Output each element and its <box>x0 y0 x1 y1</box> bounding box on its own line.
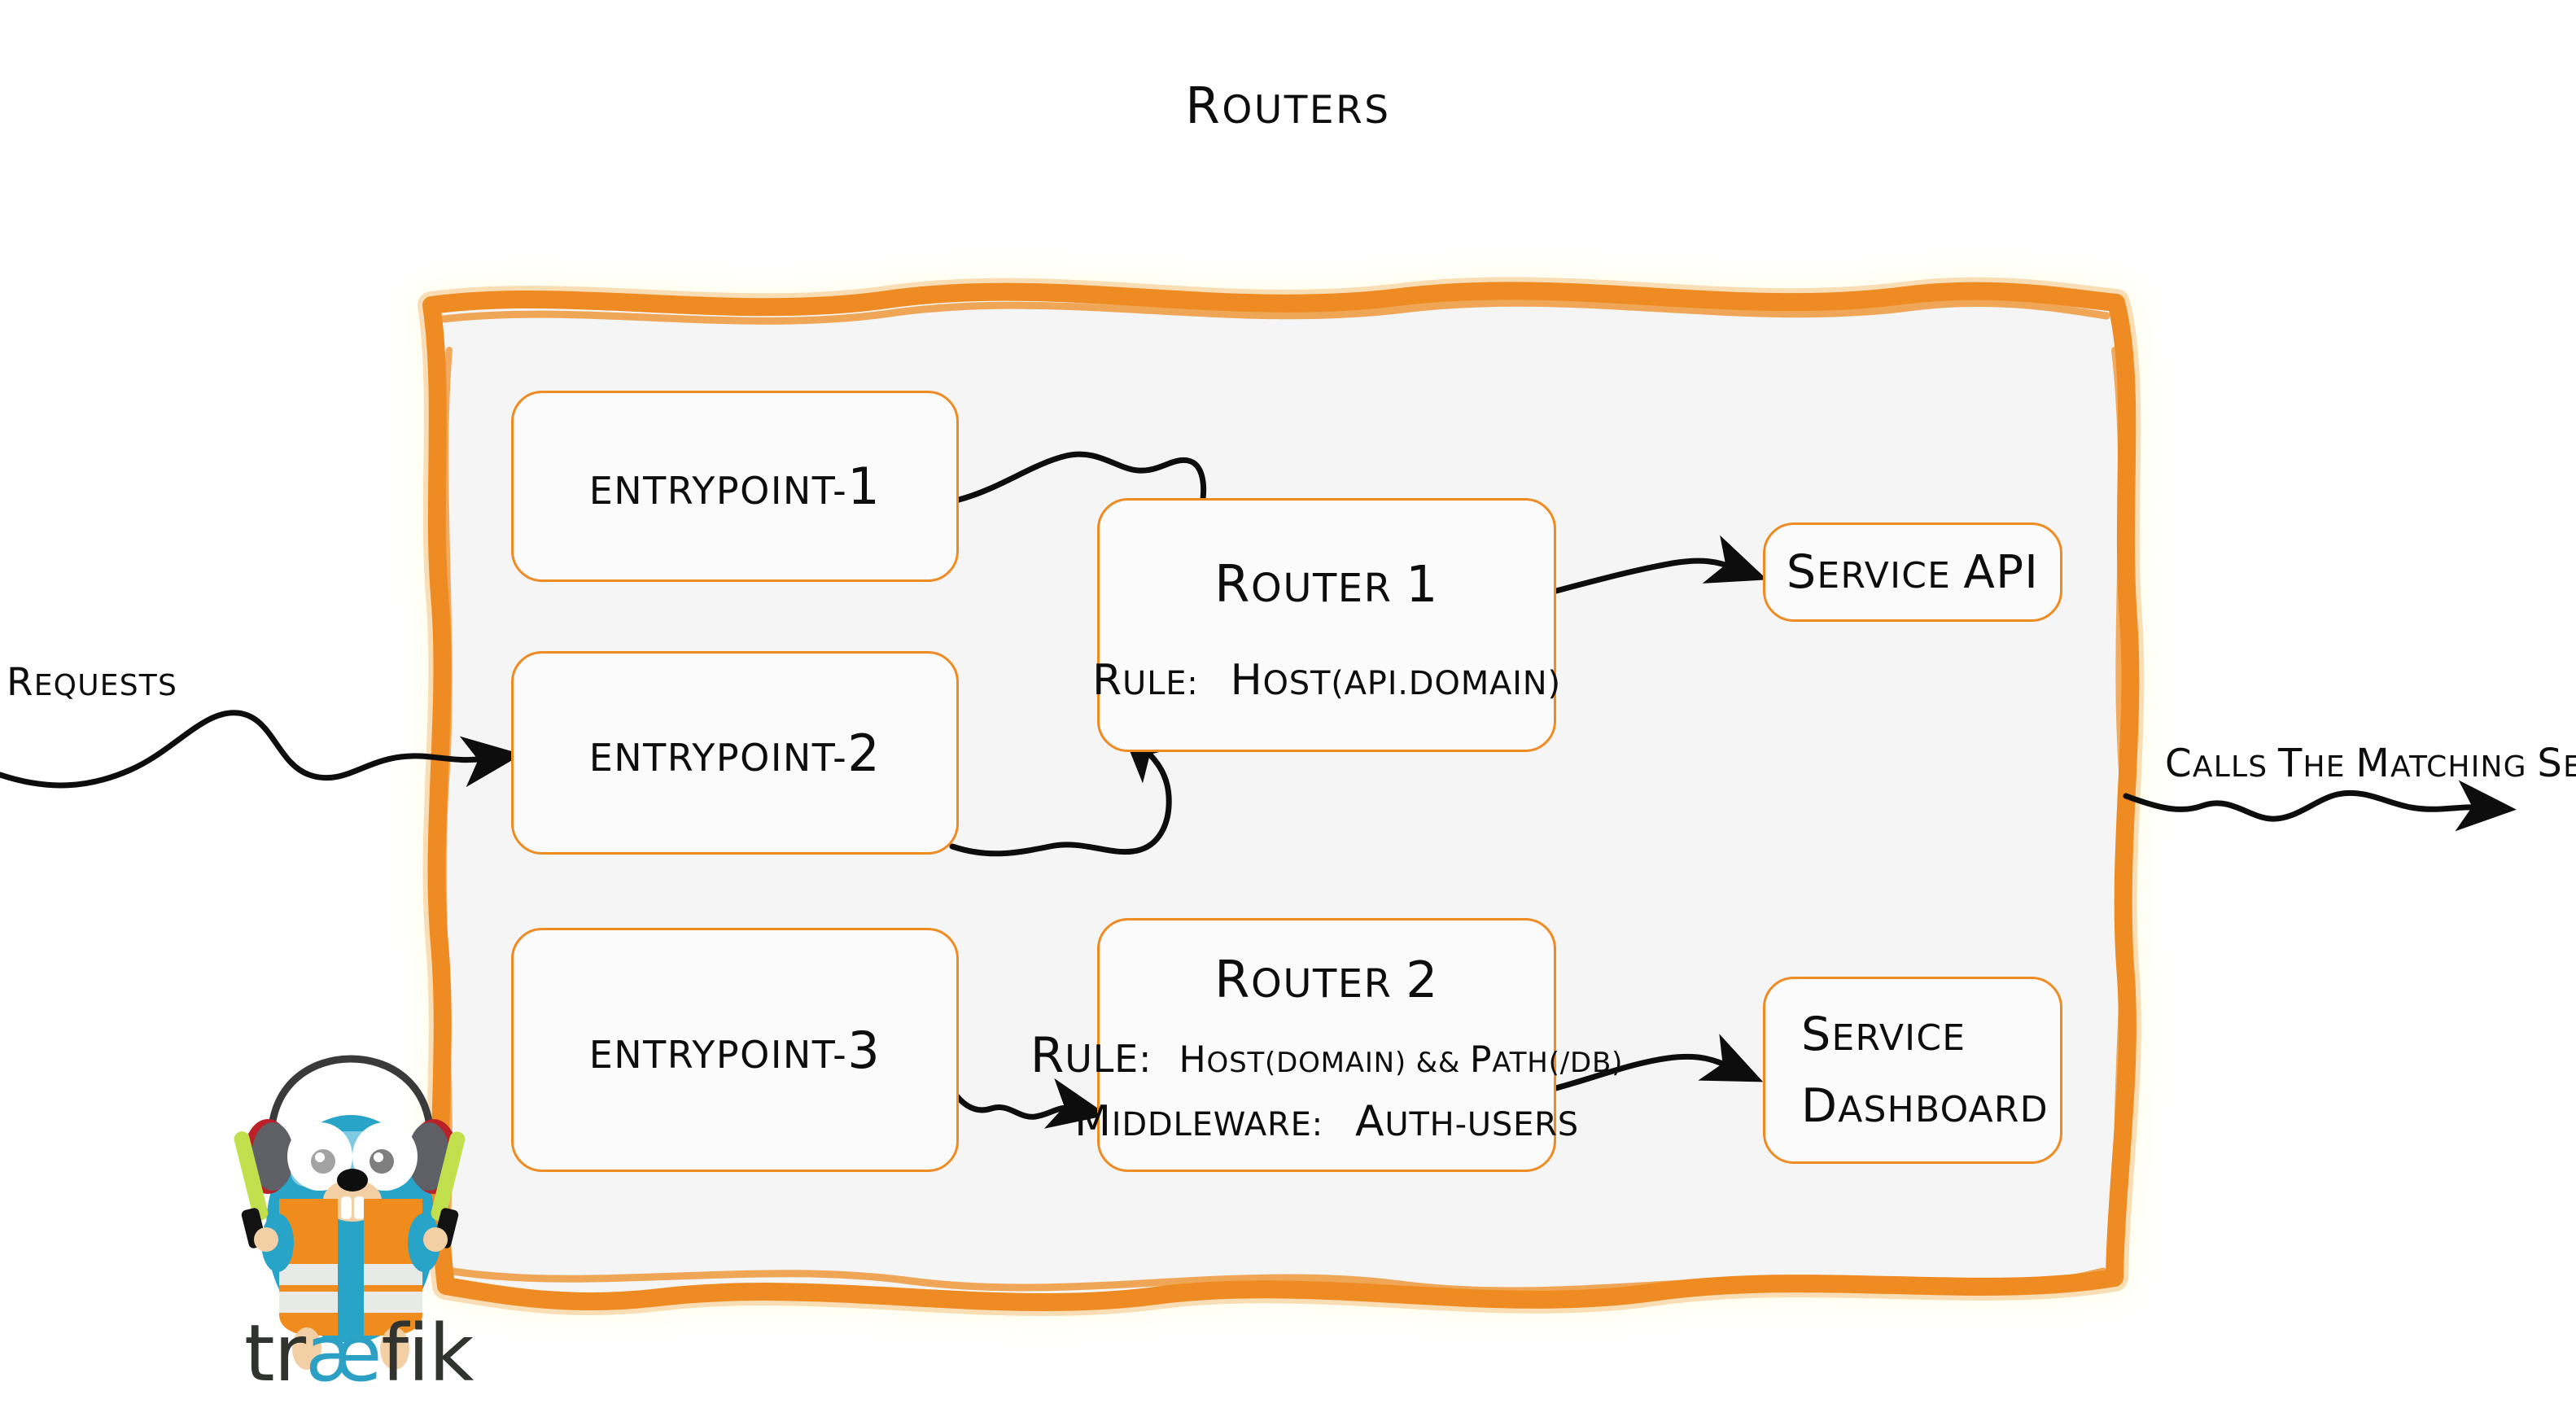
traefik-wordmark-part1: tr <box>244 1308 306 1399</box>
traefik-wordmark-ae: æ <box>305 1308 382 1399</box>
traefik-wordmark-part3: fik <box>381 1308 474 1399</box>
entrypoint-1-label: ENTRYPOINT-1 <box>588 457 881 516</box>
router-2-middleware: MIDDLEWARE: AUTH-USERS <box>1074 1097 1579 1146</box>
router-1-rule-value: HOST(API.DOMAIN) <box>1230 655 1561 705</box>
entrypoint-2-label: ENTRYPOINT-2 <box>588 723 881 783</box>
traefik-wordmark: træfik <box>244 1314 488 1393</box>
arrow-entrypoint2-router1 <box>949 723 1179 857</box>
arrow-requests-in <box>0 710 523 789</box>
router-1-box[interactable]: ROUTER 1 RULE: HOST(API.DOMAIN) <box>1092 498 1560 752</box>
requests-caption: REQUESTS <box>7 661 177 705</box>
router-2-rule-value: HOST(DOMAIN) && PATH(/DB) <box>1179 1039 1624 1081</box>
panel-border-sketch-top <box>440 299 2110 325</box>
router-1-rule: RULE: HOST(API.DOMAIN) <box>1092 656 1561 705</box>
entrypoint-3-box[interactable]: ENTRYPOINT-3 <box>511 928 959 1172</box>
router-2-box[interactable]: ROUTER 2 RULE: HOST(DOMAIN) && PATH(/DB)… <box>1030 918 1622 1172</box>
service-api-label: SERVICE API <box>1786 545 2040 599</box>
panel-border-sketch-bottom <box>448 1267 2107 1295</box>
router-2-middleware-value: AUTH-USERS <box>1355 1096 1579 1146</box>
router-2-rule: RULE: HOST(DOMAIN) && PATH(/DB) <box>1030 1027 1623 1084</box>
arrow-entrypoint3-router2 <box>951 1078 1109 1129</box>
service-api-box[interactable]: SERVICE API <box>1763 523 2062 622</box>
service-dashboard-box[interactable]: SERVICE DASHBOARD <box>1763 977 2062 1164</box>
router-2-middleware-label: MIDDLEWARE: <box>1074 1096 1323 1146</box>
calls-matching-server-caption: CALLS THE MATCHING SERVER <box>2165 741 2576 786</box>
service-dashboard-line1: SERVICE <box>1801 1008 1966 1061</box>
panel-border-sketch-right <box>2111 347 2129 1224</box>
router-1-title: ROUTER 1 <box>1214 553 1439 614</box>
arrow-router1-service-api <box>1553 535 1768 594</box>
router-1-rule-label: RULE: <box>1092 655 1199 705</box>
page-title: ROUTERS <box>1185 77 1391 135</box>
entrypoint-1-box[interactable]: ENTRYPOINT-1 <box>511 391 959 582</box>
arrow-calls-out <box>2123 780 2517 832</box>
router-2-title: ROUTER 2 <box>1214 949 1439 1009</box>
traefik-gopher-icon <box>234 1055 466 1370</box>
router-2-rule-label: RULE: <box>1030 1026 1152 1084</box>
entrypoint-2-box[interactable]: ENTRYPOINT-2 <box>511 651 959 855</box>
entrypoint-3-label: ENTRYPOINT-3 <box>588 1020 881 1080</box>
service-dashboard-line2: DASHBOARD <box>1801 1079 2049 1133</box>
